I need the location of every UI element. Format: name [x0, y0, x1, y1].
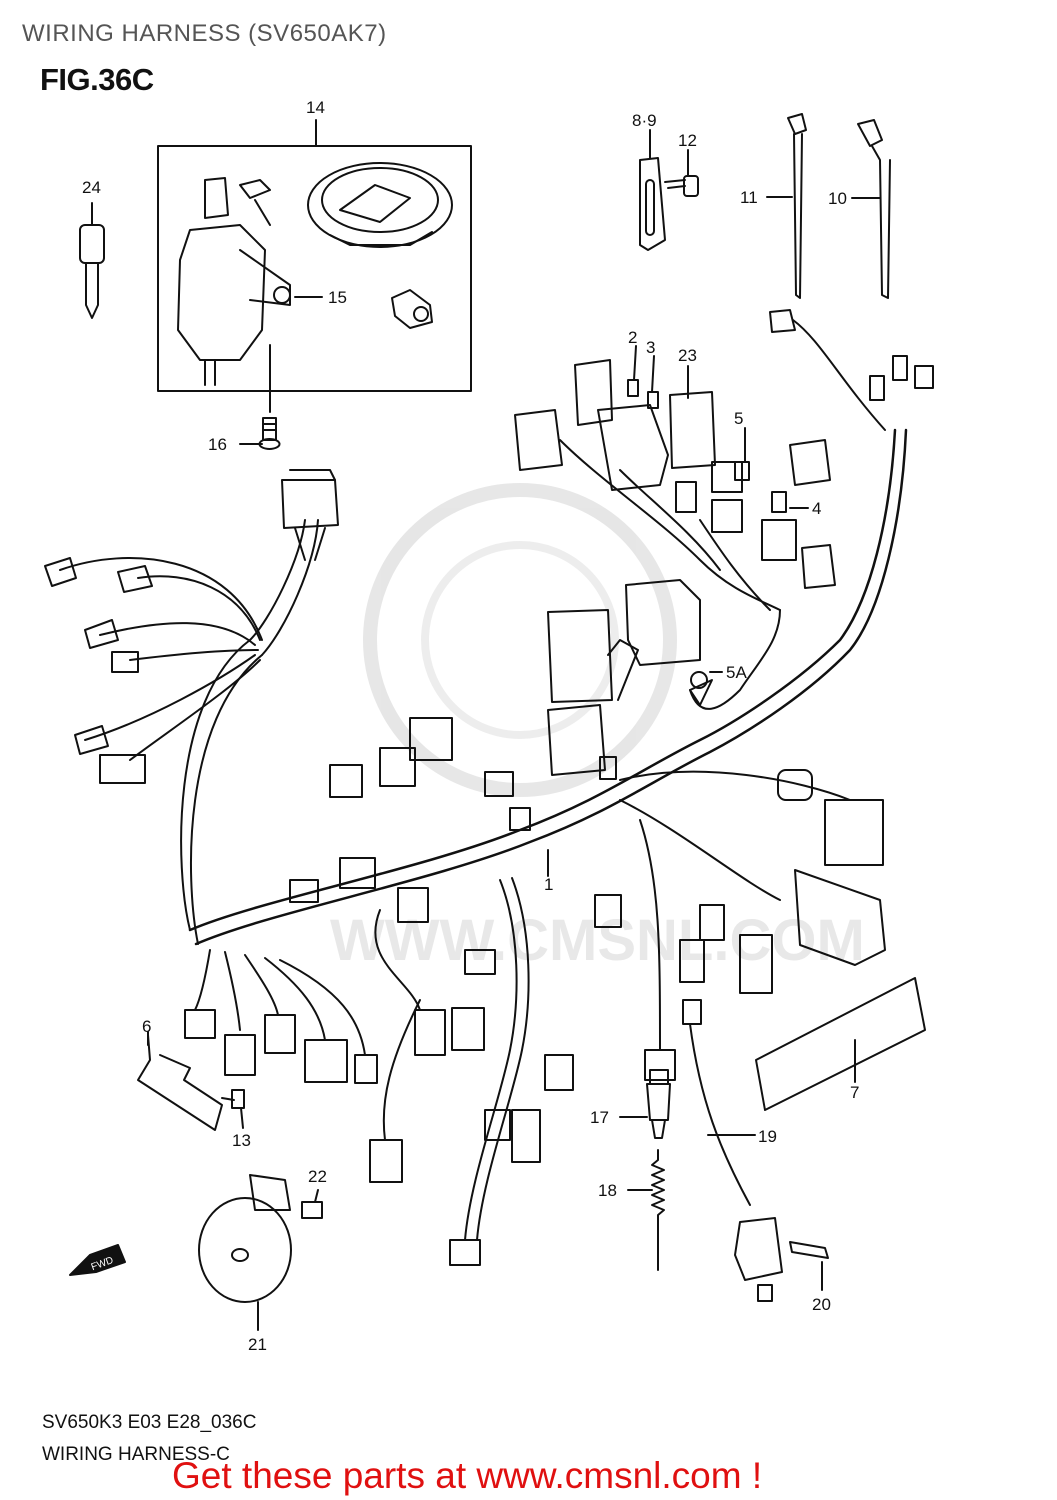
callout-10: 10 — [828, 189, 847, 208]
callout-18: 18 — [598, 1181, 617, 1200]
ignition-set-box — [157, 145, 472, 392]
center-lower-branches — [369, 877, 574, 1266]
figure-label: FIG.36C — [40, 62, 154, 97]
callout-3: 3 — [646, 338, 655, 357]
page-title: WIRING HARNESS (SV650AK7) — [22, 20, 387, 47]
callout-17: 17 — [590, 1108, 609, 1127]
watermark-text: WWW.CMSNL.COM — [330, 908, 865, 973]
left-connectors — [44, 557, 153, 784]
lock-cylinder — [391, 289, 433, 329]
callout-16: 16 — [208, 435, 227, 454]
block-connectors — [547, 579, 701, 776]
callout-7: 7 — [850, 1083, 859, 1102]
callout-23: 23 — [678, 346, 697, 365]
cable-tie-10 — [851, 119, 891, 299]
clamp-8-9 — [639, 129, 666, 251]
callout-13: 13 — [232, 1131, 251, 1150]
key-24 — [79, 202, 105, 319]
switch-20 — [734, 1217, 829, 1302]
callouts: 14 15 16 24 8·9 12 11 10 2 3 23 5 4 5A 1… — [82, 98, 859, 1354]
bolt-13 — [221, 1089, 245, 1129]
spring-18 — [627, 1149, 665, 1271]
callout-1: 1 — [544, 875, 553, 894]
right-connectors — [594, 769, 886, 1206]
ignition-switch — [177, 177, 291, 413]
fwd-arrow-icon — [69, 1244, 126, 1276]
callout-24: 24 — [82, 178, 101, 197]
callout-14: 14 — [306, 98, 325, 117]
callout-11: 11 — [740, 188, 758, 207]
callout-2: 2 — [628, 328, 637, 347]
callout-8-9: 8·9 — [632, 111, 657, 130]
left-branch-wires — [59, 557, 263, 761]
bolt-12 — [664, 149, 699, 197]
callout-5a: 5A — [726, 663, 747, 682]
drawing-caption: WIRING HARNESS-C — [42, 1444, 230, 1465]
callout-5: 5 — [734, 409, 743, 428]
callout-4: 4 — [812, 499, 821, 518]
label-plate-7 — [755, 977, 926, 1111]
cable-tie-11 — [766, 113, 807, 299]
watermark: WWW.CMSNL.COM — [330, 483, 865, 973]
callout-20: 20 — [812, 1295, 831, 1314]
callout-22: 22 — [308, 1167, 327, 1186]
callout-12: 12 — [678, 131, 697, 150]
promo-link[interactable]: Get these parts at www.cmsnl.com ! — [172, 1455, 763, 1496]
leader-lines — [239, 296, 809, 1136]
fuse-relay-area — [514, 309, 934, 710]
callout-19: 19 — [758, 1127, 777, 1146]
upper-center-connectors — [289, 717, 617, 975]
lower-left-connectors — [184, 949, 378, 1084]
switch-17 — [619, 1069, 671, 1139]
callout-6: 6 — [142, 1017, 151, 1036]
main-connector — [281, 469, 339, 561]
fuel-cap — [307, 162, 453, 248]
horn-21 — [198, 1174, 292, 1331]
bracket-6 — [137, 1031, 223, 1131]
callout-21: 21 — [248, 1335, 267, 1354]
callout-15: 15 — [328, 288, 347, 307]
bolt-22 — [301, 1189, 323, 1219]
drawing-code: SV650K3 E03 E28_036C — [42, 1412, 257, 1433]
